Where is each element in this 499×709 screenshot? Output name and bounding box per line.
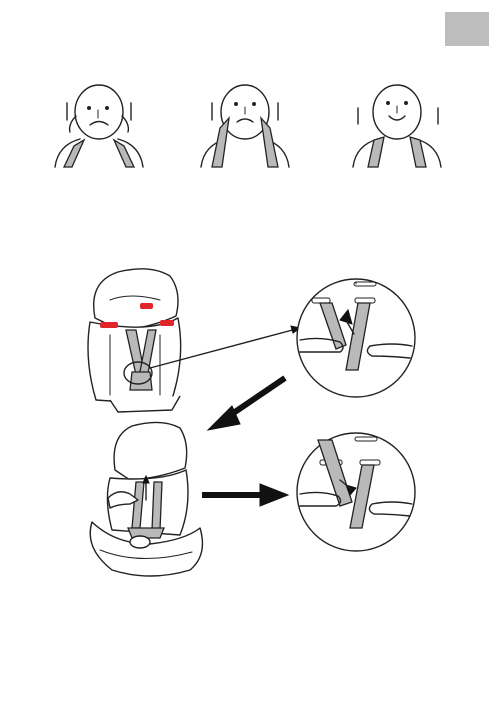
head-figure-3	[353, 85, 441, 167]
zoom-circle-2	[297, 433, 415, 551]
zoom-circle-1	[297, 279, 415, 397]
seat-illustration-2	[90, 422, 202, 576]
head-figure-1	[55, 85, 143, 167]
step-arrow-right	[202, 484, 288, 506]
head-figure-2	[201, 85, 289, 167]
step-arrow-down	[208, 378, 285, 430]
